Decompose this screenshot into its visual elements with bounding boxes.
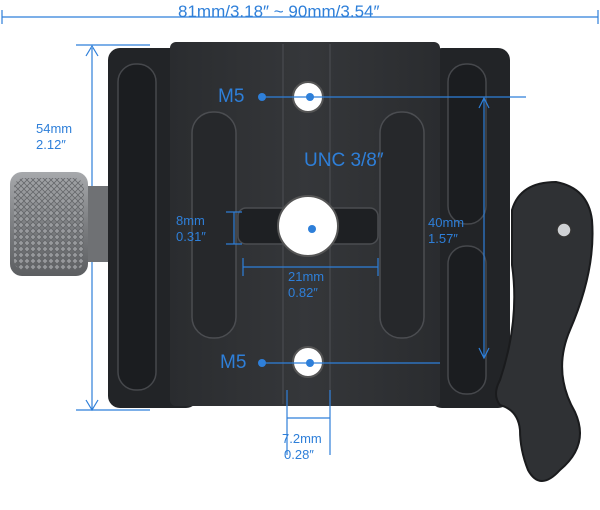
slot-length-mm-label: 21mm <box>288 269 325 284</box>
top-hole-thread-label: M5 <box>218 86 245 107</box>
knurled-knob-icon <box>10 172 120 276</box>
long-slot-mm-label: 40mm <box>428 215 465 230</box>
slot-height-mm-label: 8mm <box>176 213 205 228</box>
height-in-label: 2.12″ <box>36 137 66 152</box>
height-mm-label: 54mm <box>36 121 73 136</box>
bottom-width-in-label: 0.28″ <box>284 447 314 462</box>
slot-length-in-label: 0.82″ <box>288 285 318 300</box>
clamp-lever-icon <box>495 180 594 482</box>
measurement-dots <box>258 93 316 367</box>
center-hole-thread-label: UNC 3/8″ <box>304 150 384 171</box>
long-slot-in-label: 1.57″ <box>428 231 458 246</box>
slot-height-in-label: 0.31″ <box>176 229 206 244</box>
bottom-hole-thread-label: M5 <box>220 352 247 373</box>
bottom-width-mm-label: 7.2mm <box>282 431 322 446</box>
top-dimension-line <box>1 10 599 24</box>
top-width-label: 81mm/3.18″ ~ 90mm/3.54″ <box>178 2 380 21</box>
